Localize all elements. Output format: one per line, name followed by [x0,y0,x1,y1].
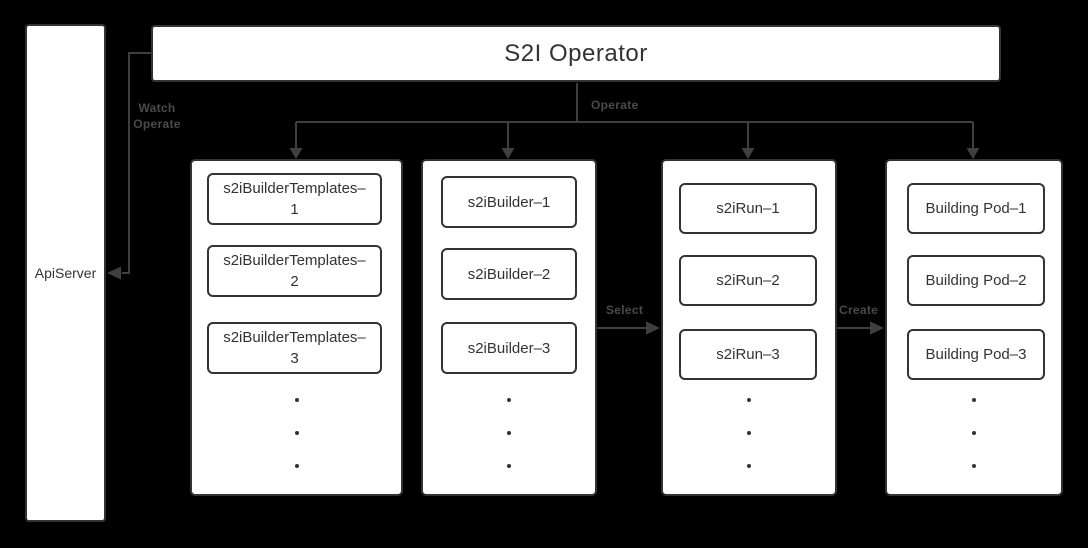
s2irun-3-node: s2iRun–3 [679,329,817,380]
s2irun-panel: s2iRun–1 s2iRun–2 s2iRun–3 [661,159,837,496]
edge-label-operate: Operate [591,98,639,112]
s2irun-1-node: s2iRun–1 [679,183,817,234]
dot-icon [294,431,299,435]
edge-label-operate-left: Operate [133,117,181,131]
building-pod-2-node: Building Pod–2 [907,255,1045,306]
watch-operate-arrow [107,52,151,280]
edge-label-select: Select [606,303,644,317]
dot-icon [972,431,976,435]
s2irun-2-node: s2iRun–2 [679,255,817,306]
dot-icon [507,398,511,402]
s2ibuildertemplates-2-node: s2iBuilderTemplates– 2 [207,245,382,297]
edge-label-watch: Watch [138,101,176,115]
edge-label-watch-operate: Watch Operate [128,100,186,132]
edge-label-create: Create [839,303,879,317]
ellipsis-dots [507,398,511,468]
create-arrow [837,321,884,335]
s2ibuilder-1-node: s2iBuilder–1 [441,176,577,228]
ellipsis-dots [294,398,299,468]
dot-icon [747,398,751,402]
s2ibuilder-panel: s2iBuilder–1 s2iBuilder–2 s2iBuilder–3 [421,159,597,496]
s2ibuildertemplates-panel: s2iBuilderTemplates– 1 s2iBuilderTemplat… [190,159,403,496]
building-pod-panel: Building Pod–1 Building Pod–2 Building P… [885,159,1063,496]
select-arrow [597,321,660,335]
ellipsis-dots [972,398,976,468]
operate-fanout-arrows [289,83,980,159]
ellipsis-dots [747,398,751,468]
dot-icon [507,464,511,468]
s2i-operator-node: S2I Operator [151,25,1001,82]
s2ibuilder-3-node: s2iBuilder–3 [441,322,577,374]
dot-icon [972,398,976,402]
building-pod-1-node: Building Pod–1 [907,183,1045,234]
s2ibuildertemplates-1-node: s2iBuilderTemplates– 1 [207,173,382,225]
dot-icon [972,464,976,468]
building-pod-3-node: Building Pod–3 [907,329,1045,380]
apiserver-label: ApiServer [34,265,97,281]
s2ibuilder-2-node: s2iBuilder–2 [441,248,577,300]
dot-icon [507,431,511,435]
dot-icon [294,398,299,402]
s2i-operator-label: S2I Operator [504,39,648,67]
dot-icon [747,464,751,468]
apiserver-node: ApiServer [25,24,106,522]
dot-icon [294,464,299,468]
s2ibuildertemplates-3-node: s2iBuilderTemplates– 3 [207,322,382,374]
dot-icon [747,431,751,435]
